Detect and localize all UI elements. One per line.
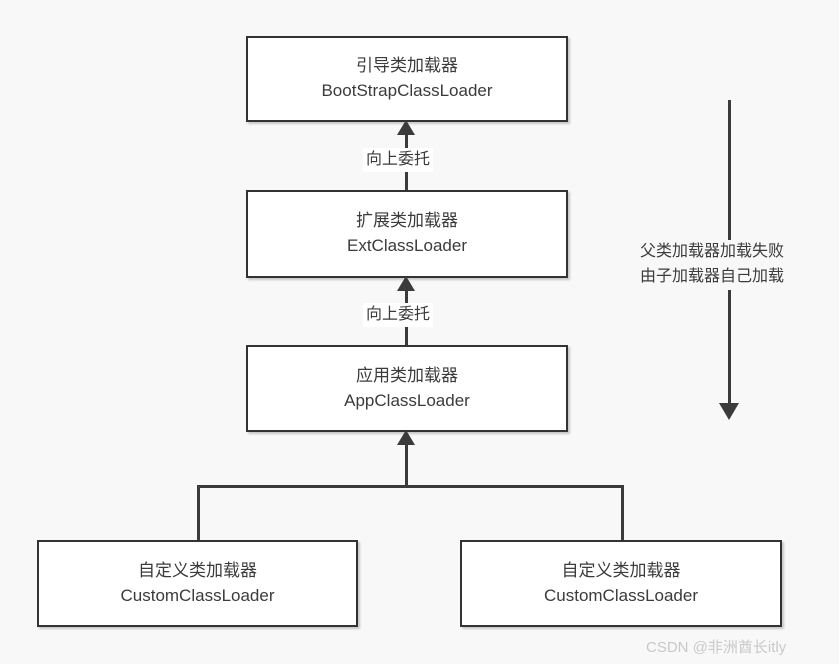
side-note-line-1: 父类加载器加载失败 xyxy=(640,243,785,260)
connector-fork-stem xyxy=(405,443,408,487)
connector-fork-left-drop xyxy=(197,485,200,541)
node-custom-class-loader-left[interactable]: 自定义类加载器 CustomClassLoader xyxy=(37,540,358,627)
connector-fork-right-drop xyxy=(621,485,624,541)
node-bootstrap-label-en: BootStrapClassLoader xyxy=(321,81,493,100)
node-ext-class-loader[interactable]: 扩展类加载器 ExtClassLoader xyxy=(246,190,568,278)
node-ext-label-en: ExtClassLoader xyxy=(346,236,467,255)
arrowhead-ext-to-bootstrap xyxy=(397,120,415,135)
arrowhead-parent-failure xyxy=(719,403,739,420)
node-custom-right-label-en: CustomClassLoader xyxy=(543,585,698,605)
edge-label-delegate-upper: 向上委托 xyxy=(363,148,434,172)
csdn-watermark: CSDN @非洲酋长itly xyxy=(646,639,787,656)
node-ext-label-cn: 扩展类加载器 xyxy=(356,211,458,231)
node-bootstrap-label-cn: 引导类加载器 xyxy=(356,56,458,76)
connector-fork-bar xyxy=(197,485,624,488)
node-app-class-loader[interactable]: 应用类加载器 AppClassLoader xyxy=(246,345,568,432)
edge-label-delegate-lower: 向上委托 xyxy=(363,303,434,327)
arrowhead-fork-to-app xyxy=(397,430,415,445)
node-bootstrap-class-loader[interactable]: 引导类加载器 BootStrapClassLoader xyxy=(246,36,568,122)
side-note-parent-failure: 父类加载器加载失败 由子加载器自己加载 xyxy=(640,240,785,290)
node-app-label-cn: 应用类加载器 xyxy=(356,365,458,385)
arrowhead-app-to-ext xyxy=(397,276,415,291)
node-custom-left-label-cn: 自定义类加载器 xyxy=(138,560,257,580)
node-custom-right-label-cn: 自定义类加载器 xyxy=(561,560,681,580)
node-custom-left-label-en: CustomClassLoader xyxy=(120,585,275,605)
side-note-line-2: 由子加载器自己加载 xyxy=(640,267,785,285)
node-app-label-en: AppClassLoader xyxy=(344,390,470,410)
node-custom-class-loader-right[interactable]: 自定义类加载器 CustomClassLoader xyxy=(460,540,782,627)
